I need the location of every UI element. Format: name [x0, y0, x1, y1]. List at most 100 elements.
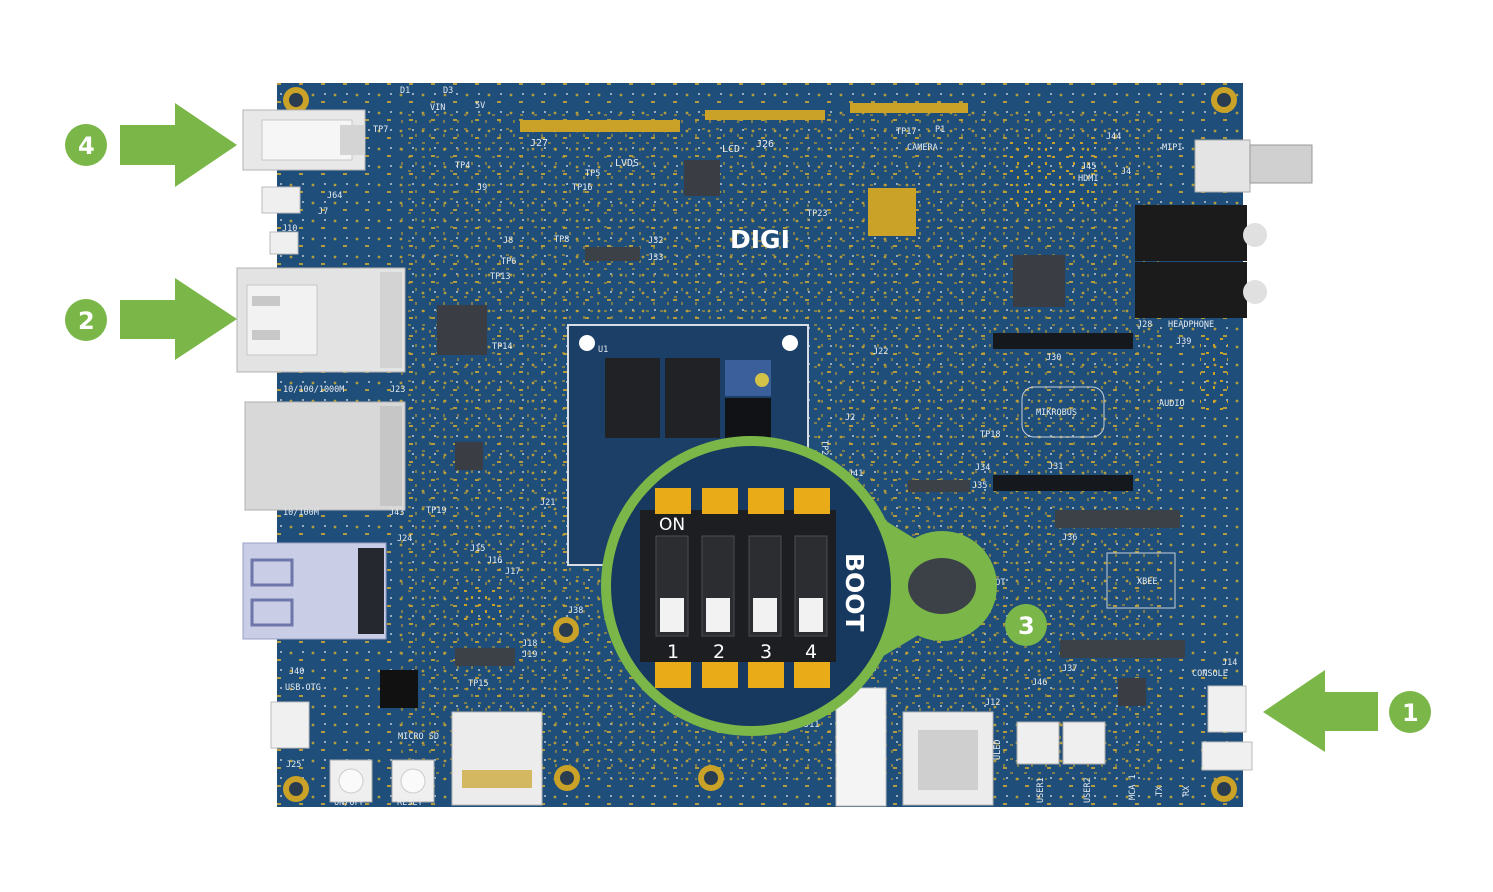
label-j64: J64	[327, 191, 342, 201]
dip-number-4: 4	[805, 641, 817, 663]
label-tp19: TP19	[426, 506, 446, 516]
label-j32: J32	[648, 236, 663, 246]
label-j9: J9	[477, 183, 487, 193]
label-eth100: 10/100M	[283, 508, 319, 518]
callout-1: 1	[1263, 670, 1431, 752]
label-on-off: ON/OFF	[334, 798, 365, 808]
sim-slot	[903, 712, 993, 805]
label-j38: J38	[568, 606, 583, 616]
callout-number-4: 4	[78, 132, 95, 160]
micro-sd-slot	[452, 712, 542, 805]
label-micro-sd: MICRO SD	[398, 732, 439, 742]
label-j17: J17	[505, 567, 520, 577]
label-j44: J44	[1106, 132, 1121, 142]
ethernet-1000m-port	[237, 268, 405, 372]
dip-switch-4	[795, 536, 827, 636]
label-j8: J8	[503, 236, 513, 246]
label-j2: J2	[845, 413, 855, 423]
ic-cpu-small	[868, 188, 916, 236]
dip-number-2: 2	[713, 641, 725, 663]
antenna-connector	[1195, 140, 1312, 192]
label-j10: J10	[282, 224, 297, 234]
label-5v: 5V	[475, 101, 485, 111]
digi-logo: DIGI	[730, 225, 790, 254]
label-tp6: TP6	[501, 257, 516, 267]
label-j12: J12	[985, 698, 1000, 708]
label-tp23: TP23	[807, 209, 827, 219]
label-mikrobus: MIKROBUS	[1036, 408, 1077, 418]
ic-usb	[455, 442, 483, 470]
dip-number-3: 3	[760, 641, 772, 663]
label-j25: J25	[286, 760, 301, 770]
callout-2: 2	[65, 278, 237, 360]
label-d3: D3	[443, 86, 453, 96]
usb-otg-port	[271, 702, 309, 748]
label-j14: J14	[1222, 658, 1237, 668]
label-hdmi: HDMI	[1078, 174, 1098, 184]
dip-on-label: ON	[659, 515, 685, 535]
callout-number-1: 1	[1402, 699, 1419, 727]
label-j23: J23	[390, 385, 405, 395]
label-lcd: LCD	[722, 144, 740, 155]
label-user2: USER2	[1083, 777, 1093, 803]
ethernet-100m-port	[245, 402, 405, 510]
label-audio: AUDIO	[1159, 399, 1185, 409]
label-reset: RESET	[397, 798, 423, 808]
j10-connector	[270, 232, 298, 254]
arrow-right-icon	[120, 103, 237, 187]
label-j24: J24	[397, 534, 412, 544]
label-tp15: TP15	[468, 679, 488, 689]
label-j18: J18	[522, 639, 537, 649]
label-tp4: TP4	[455, 161, 470, 171]
label-tp8: TP8	[554, 235, 569, 245]
callout-3: 3	[1005, 604, 1047, 646]
label-j34: J34	[975, 463, 990, 473]
label-j15: J15	[470, 544, 485, 554]
label-j40: J40	[289, 667, 304, 677]
j7-connector	[262, 187, 300, 213]
ic-ethernet-phy	[437, 305, 487, 355]
label-j46: J46	[1032, 678, 1047, 688]
label-tp16: TP16	[572, 183, 592, 193]
dip-number-1: 1	[667, 641, 679, 663]
label-j33: J33	[648, 253, 663, 263]
label-j43: J43	[389, 508, 404, 518]
console-port	[1202, 686, 1252, 770]
label-mca1: MCA 1	[1128, 774, 1138, 800]
label-j30: J30	[1046, 353, 1061, 363]
label-camera: CAMERA	[907, 143, 938, 153]
label-j22: J22	[873, 347, 888, 357]
label-uled: ULED	[993, 740, 1003, 760]
callout-4: 4	[65, 103, 237, 187]
label-j35: J35	[972, 481, 987, 491]
callout-number-2: 2	[78, 307, 95, 335]
dip-switch-3	[749, 536, 781, 636]
label-j31: J31	[1048, 462, 1063, 472]
label-j36: J36	[1062, 533, 1077, 543]
label-j39: J39	[1176, 337, 1191, 347]
label-headphone: HEADPHONE	[1168, 320, 1214, 330]
ic-lvds	[684, 160, 720, 196]
ic-hdmi	[1013, 255, 1065, 307]
label-tp13: TP13	[490, 272, 510, 282]
usb-host-port	[243, 543, 386, 639]
label-tp18: TP18	[980, 430, 1000, 440]
label-vin: VIN	[430, 103, 445, 113]
label-tp5: TP5	[585, 169, 600, 179]
j11-connector	[836, 688, 886, 806]
arrow-left-icon	[1263, 670, 1378, 752]
label-j37: J37	[1062, 664, 1077, 674]
dip-boot-title: BOOT	[840, 553, 869, 632]
label-mipi: MIPI	[1162, 143, 1182, 153]
label-rx: RX	[1182, 785, 1192, 796]
label-j45: J45	[1081, 162, 1096, 172]
label-j27: J27	[530, 138, 548, 149]
label-xbee: XBEE	[1137, 577, 1157, 587]
label-j21: J21	[540, 498, 555, 508]
label-j26: J26	[756, 139, 774, 150]
callout-number-3: 3	[1018, 612, 1035, 640]
label-j16: J16	[487, 556, 502, 566]
label-tp17: TP17	[896, 127, 916, 137]
label-j4: J4	[1121, 167, 1131, 177]
